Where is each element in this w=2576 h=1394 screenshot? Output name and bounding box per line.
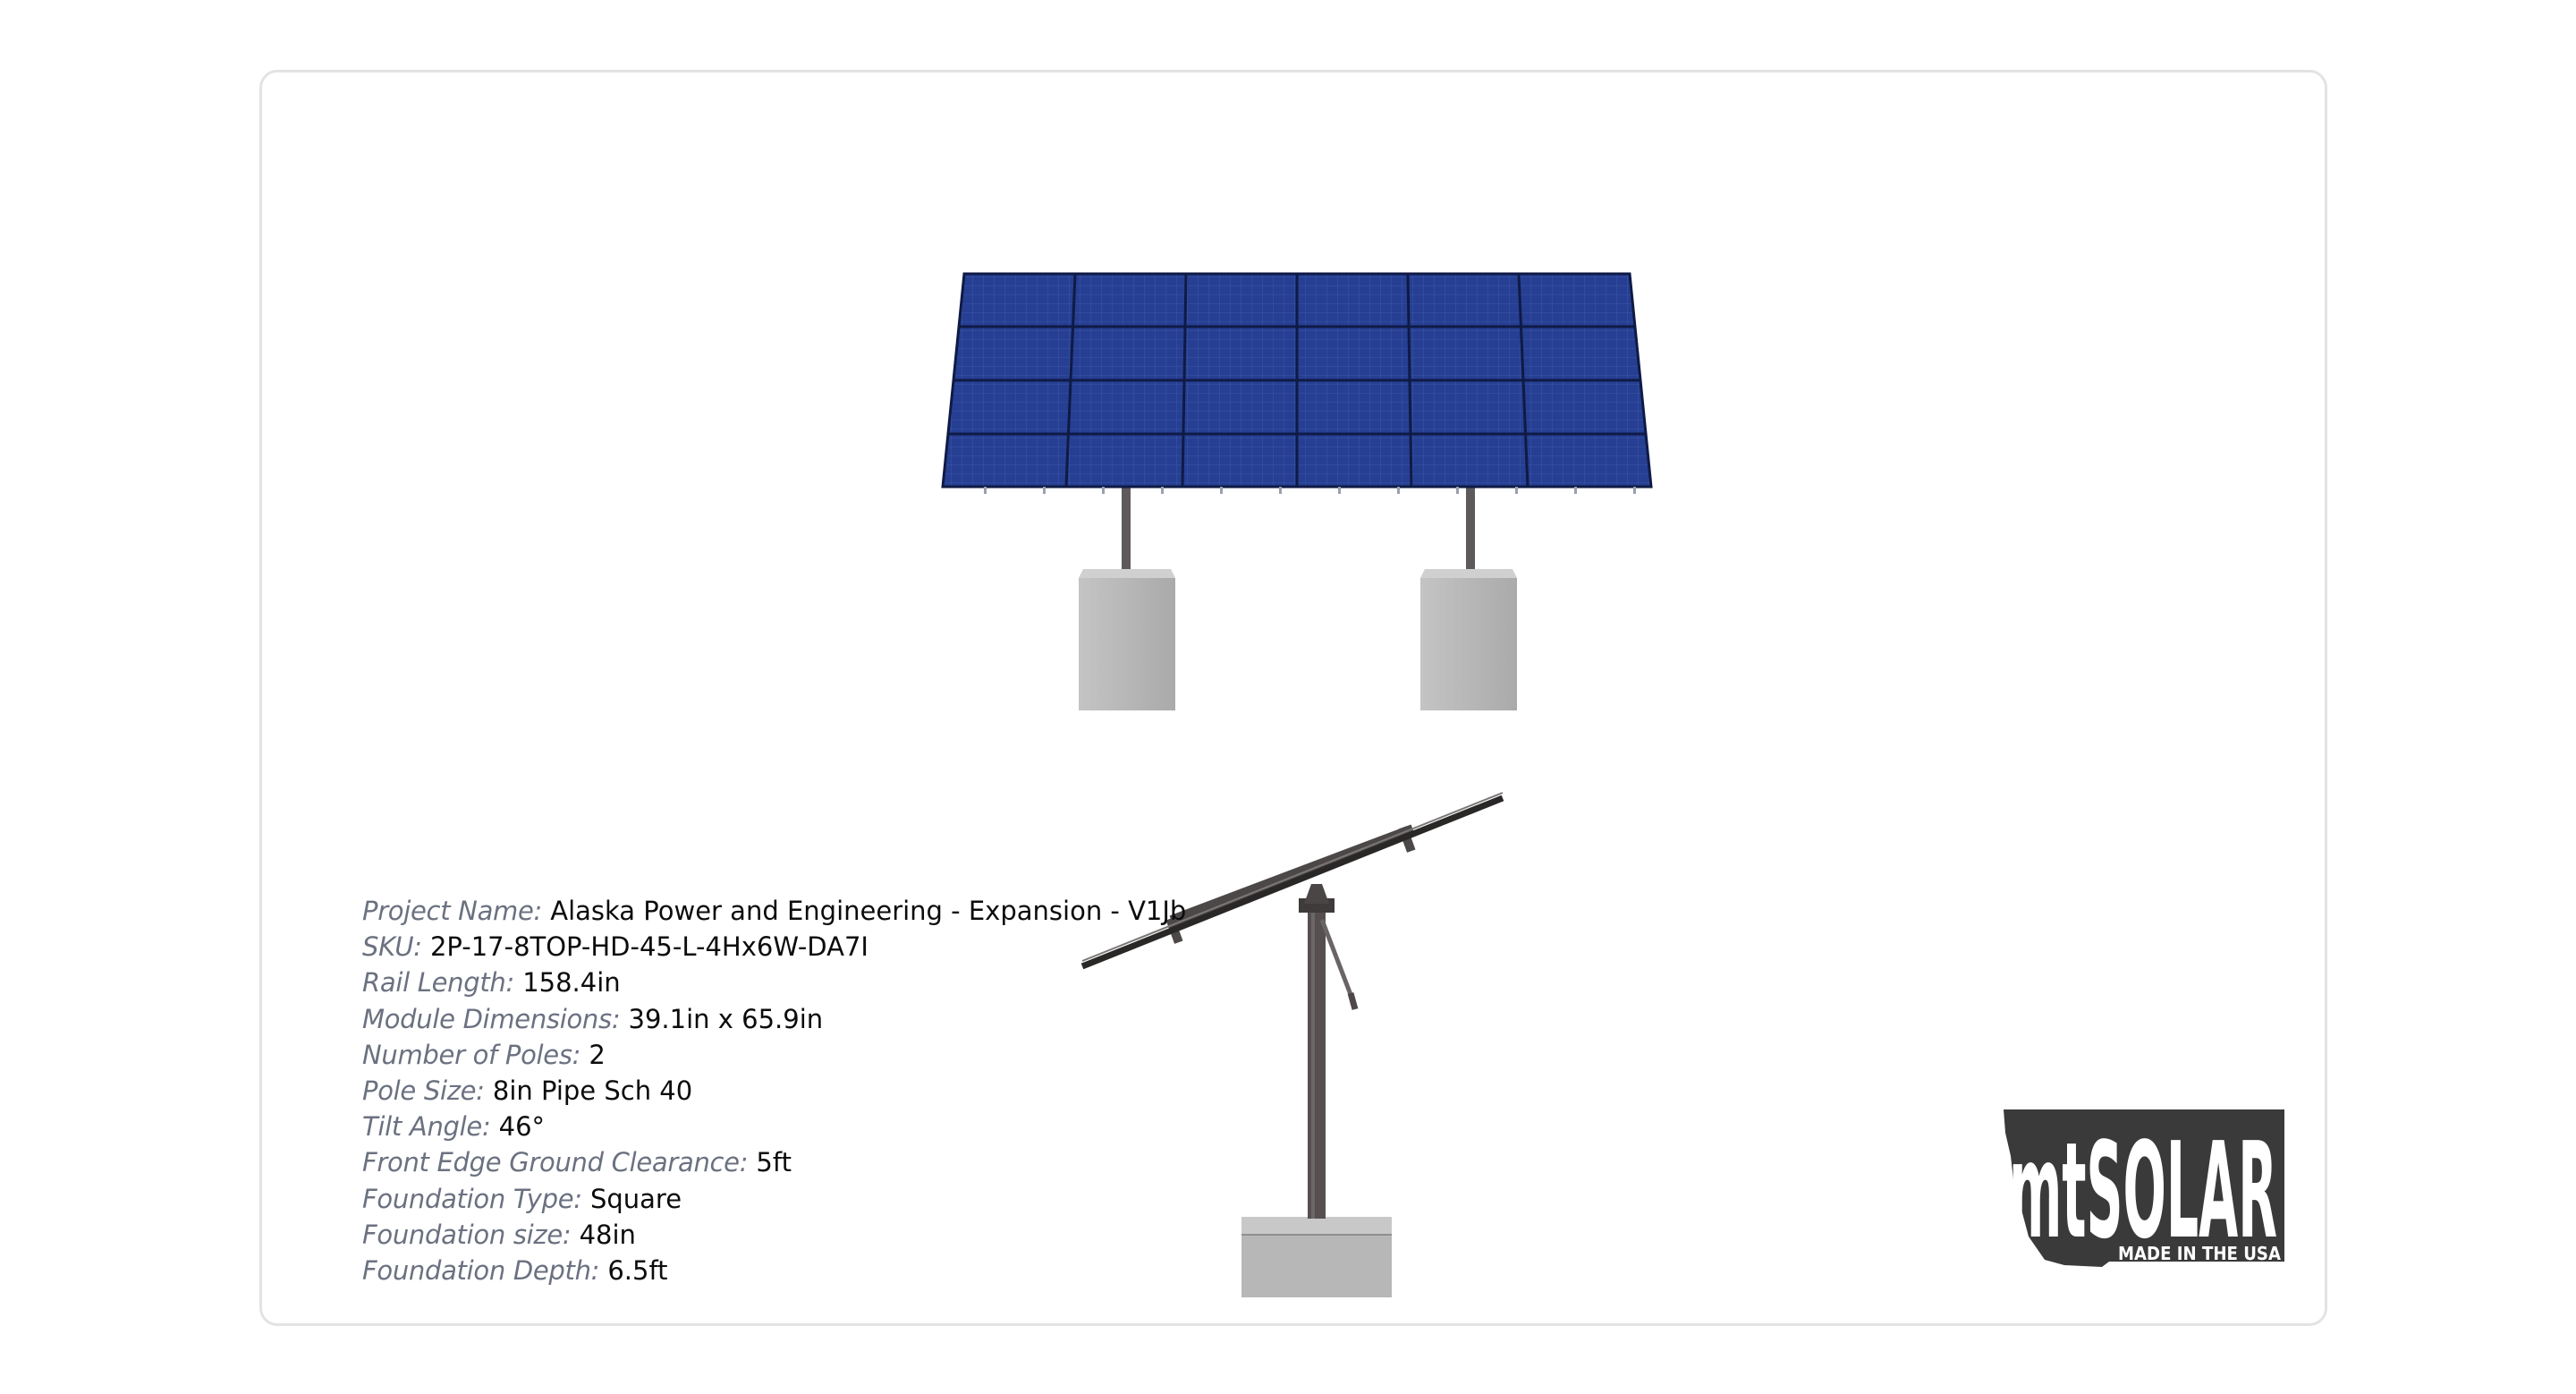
spec-value: 2 (589, 1039, 606, 1070)
spec-project-name: Project Name: Alaska Power and Engineeri… (362, 893, 1186, 929)
spec-label: Project Name: (362, 896, 543, 926)
spec-rail-length: Rail Length: 158.4in (362, 965, 1186, 1000)
spec-number-of-poles: Number of Poles: 2 (362, 1037, 1186, 1073)
spec-tilt-angle: Tilt Angle: 46° (362, 1109, 1186, 1144)
spec-module-dimensions: Module Dimensions: 39.1in x 65.9in (362, 1001, 1186, 1037)
logo-brand-text: mtSOLAR (2009, 1114, 2277, 1268)
spec-value: 8in Pipe Sch 40 (492, 1075, 693, 1106)
mtsolar-logo-icon: mtSOLAR MADE IN THE USA (2004, 1109, 2284, 1268)
spec-label: Number of Poles: (362, 1039, 581, 1070)
logo-tagline: MADE IN THE USA (2118, 1243, 2281, 1264)
spec-foundation-type: Foundation Type: Square (362, 1181, 1186, 1217)
spec-value: 46° (498, 1111, 546, 1143)
spec-foundation-size: Foundation size: 48in (362, 1217, 1186, 1253)
spec-front-edge-clearance: Front Edge Ground Clearance: 5ft (362, 1144, 1186, 1180)
spec-value: 158.4in (522, 967, 621, 999)
spec-value: 2P-17-8TOP-HD-45-L-4Hx6W-DA7I (429, 931, 869, 963)
spec-label: Rail Length: (362, 967, 514, 999)
spec-value: Alaska Power and Engineering - Expansion… (550, 896, 1187, 926)
spec-sku: SKU: 2P-17-8TOP-HD-45-L-4Hx6W-DA7I (362, 929, 1186, 965)
spec-label: Tilt Angle: (362, 1111, 491, 1143)
solar-array-side-view-icon (1080, 792, 1504, 1297)
spec-label: Foundation Depth: (362, 1254, 600, 1286)
solar-array-front-view-icon (941, 272, 1653, 710)
spec-foundation-depth: Foundation Depth: 6.5ft (362, 1253, 1186, 1288)
spec-label: SKU: (362, 931, 422, 963)
spec-label: Foundation size: (362, 1219, 572, 1250)
spec-label: Front Edge Ground Clearance: (362, 1147, 749, 1178)
spec-list: Project Name: Alaska Power and Engineeri… (362, 893, 1186, 1288)
spec-pole-size: Pole Size: 8in Pipe Sch 40 (362, 1073, 1186, 1109)
spec-label: Pole Size: (362, 1075, 485, 1106)
spec-value: 48in (579, 1219, 636, 1250)
spec-label: Foundation Type: (362, 1183, 582, 1214)
spec-value: 5ft (756, 1147, 792, 1178)
spec-value: Square (589, 1183, 682, 1214)
spec-label: Module Dimensions: (362, 1003, 621, 1034)
spec-value: 39.1in x 65.9in (628, 1003, 824, 1034)
spec-value: 6.5ft (607, 1254, 668, 1286)
